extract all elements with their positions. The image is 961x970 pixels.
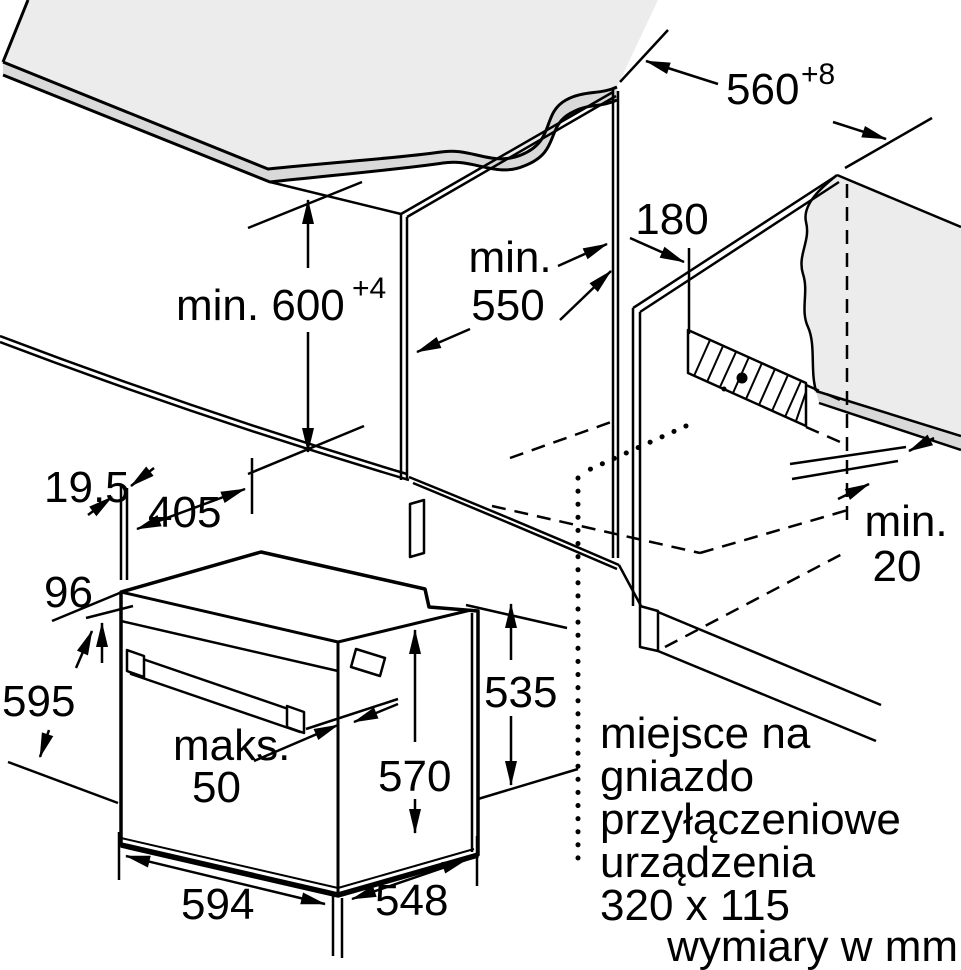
oven-side-top-edge xyxy=(337,608,472,644)
label-548: 548 xyxy=(375,876,448,925)
oven xyxy=(119,550,480,898)
label-595: 595 xyxy=(2,677,75,726)
label-maks: maks. xyxy=(173,721,290,770)
rear-wall xyxy=(800,173,961,452)
dim-niche-width-560: 560 +8 xyxy=(619,29,933,170)
units-note: wymiary w mm xyxy=(666,922,958,970)
dim-niche-depth-550: min. 550 xyxy=(416,233,608,354)
dim-rear-gap-20: min. 20 xyxy=(789,434,948,591)
wall-strip-bottom xyxy=(818,401,961,452)
oven-side-vent xyxy=(349,647,387,678)
dim-socket-offset-180: 180 xyxy=(559,195,709,334)
label-180: 180 xyxy=(635,195,708,244)
label-550: 550 xyxy=(471,281,544,330)
oven-handle-left-cap xyxy=(125,648,146,679)
label-560-tol: +8 xyxy=(801,58,835,91)
label-405: 405 xyxy=(148,488,221,537)
cabinet-foot-right xyxy=(638,604,660,653)
label-19-5: 19,5 xyxy=(44,463,130,512)
dim-handle-depth-50: maks. 50 xyxy=(173,697,399,812)
label-535: 535 xyxy=(484,668,557,717)
oven-panel-line xyxy=(120,619,339,673)
annotation-line-2: gniazdo xyxy=(600,752,754,801)
socket-dot-small xyxy=(721,386,727,392)
socket-leader-dotted-line xyxy=(575,423,689,871)
wall-torn-edge xyxy=(800,174,838,392)
countertop xyxy=(1,0,658,216)
annotation-line-1: miejsce na xyxy=(600,709,811,758)
label-96: 96 xyxy=(44,568,93,617)
label-min600: min. 600 xyxy=(176,281,345,330)
plinth-edge-upper xyxy=(657,610,882,707)
dim-width-594: 594 xyxy=(117,832,344,958)
annotation-line-5: 320 x 115 xyxy=(600,881,790,930)
niche-right-panel xyxy=(631,174,882,743)
label-560: 560 xyxy=(726,65,799,114)
dim-cabinet-height-600: min. 600 +4 xyxy=(176,180,386,476)
socket-area xyxy=(686,328,808,428)
dim-body-height-570: 570 xyxy=(378,629,451,834)
label-570: 570 xyxy=(378,752,451,801)
base-cabinet-bottom xyxy=(0,334,643,607)
dim-panel-height-96: 96 xyxy=(44,568,134,663)
label-20: 20 xyxy=(873,542,922,591)
label-20-min: min. xyxy=(864,497,947,546)
annotation-line-4: urządzenia xyxy=(600,838,816,887)
label-min600-tol: +4 xyxy=(352,272,386,305)
dim-depth-548: 548 xyxy=(351,836,479,925)
niche-left-panel xyxy=(399,88,620,558)
countertop-left-edge xyxy=(1,0,30,63)
dim-top-inset-405: 405 xyxy=(136,458,254,537)
wall-top-edge xyxy=(836,173,961,229)
wall-strip-top xyxy=(815,389,961,438)
dim-front-height-595: 595 xyxy=(2,590,123,805)
label-594: 594 xyxy=(181,880,254,929)
countertop-front-bottom-edge xyxy=(2,73,618,184)
label-550-min: min. xyxy=(468,233,551,282)
oven-handle-right-cap xyxy=(285,704,306,735)
socket-dot xyxy=(736,372,748,384)
hidden-edges xyxy=(491,184,849,649)
socket-annotation: miejsce na gniazdo przyłączeniowe urządz… xyxy=(600,709,901,930)
countertop-underside-edge xyxy=(269,180,402,216)
annotation-line-3: przyłączeniowe xyxy=(600,795,901,844)
dim-rear-height-535: 535 xyxy=(465,603,579,801)
plinth-edge-lower xyxy=(657,649,877,743)
label-50: 50 xyxy=(192,763,241,812)
dim-door-overhang-19-5: 19,5 xyxy=(44,463,155,580)
oven-door-top-edge xyxy=(120,590,339,644)
socket-hatch-lines xyxy=(693,339,807,422)
countertop-front-top-edge xyxy=(2,60,618,171)
cabinet-foot-left xyxy=(408,498,426,559)
